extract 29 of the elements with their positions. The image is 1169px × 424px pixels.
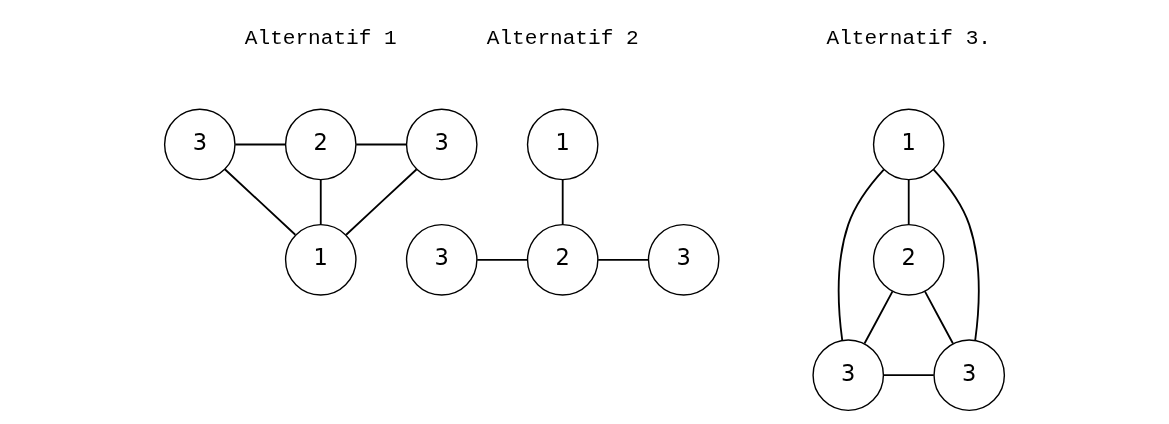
node-circle: 2 xyxy=(284,108,357,181)
connector xyxy=(882,374,935,377)
label: Alternatif 2 xyxy=(486,25,639,50)
connector xyxy=(234,143,287,146)
connector xyxy=(863,290,894,345)
connector xyxy=(837,168,885,342)
label: Alternatif 1 xyxy=(244,25,397,50)
label: Alternatif 3. xyxy=(826,25,991,50)
connector xyxy=(924,290,954,345)
node-circle: 3 xyxy=(812,339,885,412)
node-circle: 1 xyxy=(284,223,357,296)
node-circle: 3 xyxy=(163,108,236,181)
node-circle: 3 xyxy=(405,108,478,181)
node-circle: 3 xyxy=(405,223,478,296)
node-circle: 1 xyxy=(872,108,945,181)
node-circle: 2 xyxy=(526,223,599,296)
connector xyxy=(597,258,650,261)
node-circle: 3 xyxy=(933,339,1006,412)
connector xyxy=(223,168,297,236)
node-circle: 1 xyxy=(526,108,599,181)
connector xyxy=(561,178,564,226)
connector xyxy=(355,143,408,146)
connector xyxy=(907,178,910,226)
connector xyxy=(932,168,980,342)
node-circle: 2 xyxy=(872,223,945,296)
connector xyxy=(319,178,322,226)
connector xyxy=(476,258,529,261)
connector xyxy=(345,168,418,236)
node-circle: 3 xyxy=(647,223,720,296)
